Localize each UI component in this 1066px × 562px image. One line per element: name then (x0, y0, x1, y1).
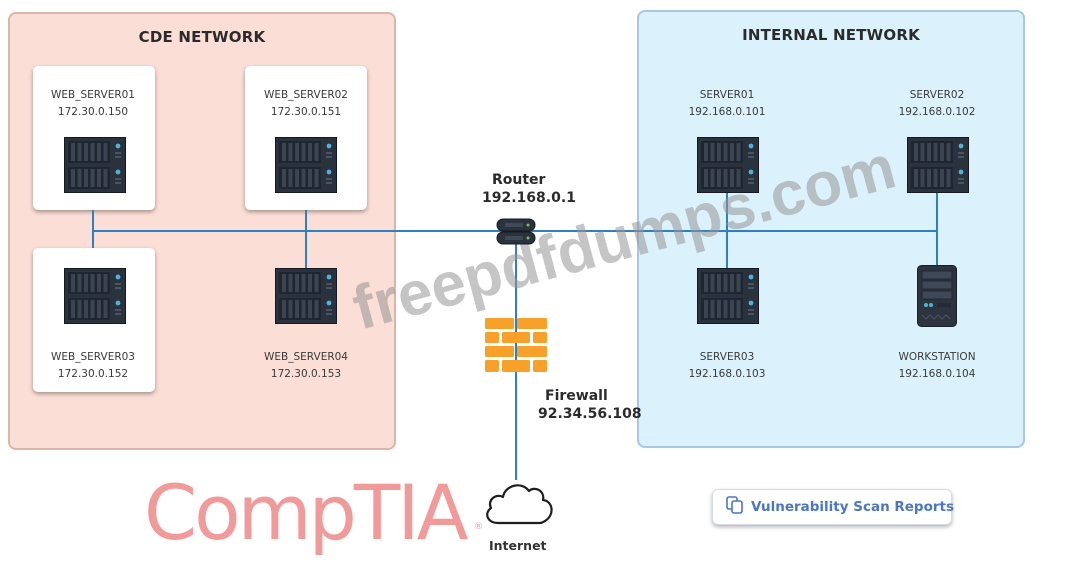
node-name: WEB_SERVER02 (264, 89, 348, 101)
workstation-label: WORKSTATION 192.168.0.104 (862, 349, 1012, 383)
rack-server-icon (64, 137, 126, 197)
rack-server-icon (907, 137, 969, 197)
node-name: WEB_SERVER03 (51, 351, 135, 363)
node-name: SERVER01 (699, 89, 755, 101)
copy-documents-icon (725, 495, 745, 519)
firewall-ip: 92.34.56.108 (538, 406, 642, 422)
server03-label: SERVER03 192.168.0.103 (652, 349, 802, 383)
rack-server-icon (275, 137, 337, 197)
node-name: SERVER02 (909, 89, 965, 101)
node-name: WEB_SERVER04 (264, 351, 348, 363)
comptia-logo: CompTIA (144, 468, 469, 557)
logo-registered-mark: ® (474, 522, 483, 532)
internal-network-zone: INTERNAL NETWORK (637, 10, 1025, 448)
workstation-tower-icon (917, 265, 957, 331)
web-server02-label: WEB_SERVER02 172.30.0.151 (231, 87, 381, 121)
node-ip: 192.168.0.104 (898, 368, 976, 380)
node-ip: 192.168.0.103 (688, 368, 766, 380)
node-name: WEB_SERVER01 (51, 89, 135, 101)
node-ip: 192.168.0.101 (688, 106, 766, 118)
node-ip: 172.30.0.151 (270, 106, 342, 118)
web-server03-label: WEB_SERVER03 172.30.0.152 (18, 349, 168, 383)
firewall-title: Firewall (545, 388, 608, 404)
firewall-brick-icon[interactable] (485, 318, 547, 376)
router-title: Router (492, 172, 546, 188)
rack-server-icon (697, 268, 759, 328)
router-icon[interactable] (496, 218, 536, 250)
rack-server-icon (275, 268, 337, 328)
vulnerability-scan-reports-label: Vulnerability Scan Reports (751, 499, 955, 515)
node-ip: 172.30.0.153 (270, 368, 342, 380)
internet-label: Internet (489, 538, 547, 553)
server02-label: SERVER02 192.168.0.102 (862, 87, 1012, 121)
cde-network-title: CDE NETWORK (138, 28, 266, 46)
web-server04-label: WEB_SERVER04 172.30.0.153 (231, 349, 381, 383)
node-name: WORKSTATION (898, 351, 976, 363)
node-ip: 172.30.0.152 (57, 368, 129, 380)
web-server01-label: WEB_SERVER01 172.30.0.150 (18, 87, 168, 121)
rack-server-icon (64, 268, 126, 328)
node-name: SERVER03 (699, 351, 755, 363)
node-ip: 172.30.0.150 (57, 106, 129, 118)
server01-label: SERVER01 192.168.0.101 (652, 87, 802, 121)
internal-network-title: INTERNAL NETWORK (742, 26, 920, 44)
vulnerability-scan-reports-button[interactable]: Vulnerability Scan Reports (712, 489, 955, 525)
router-ip: 192.168.0.1 (482, 190, 576, 206)
cloud-icon[interactable] (482, 476, 558, 532)
rack-server-icon (697, 137, 759, 197)
node-ip: 192.168.0.102 (898, 106, 976, 118)
